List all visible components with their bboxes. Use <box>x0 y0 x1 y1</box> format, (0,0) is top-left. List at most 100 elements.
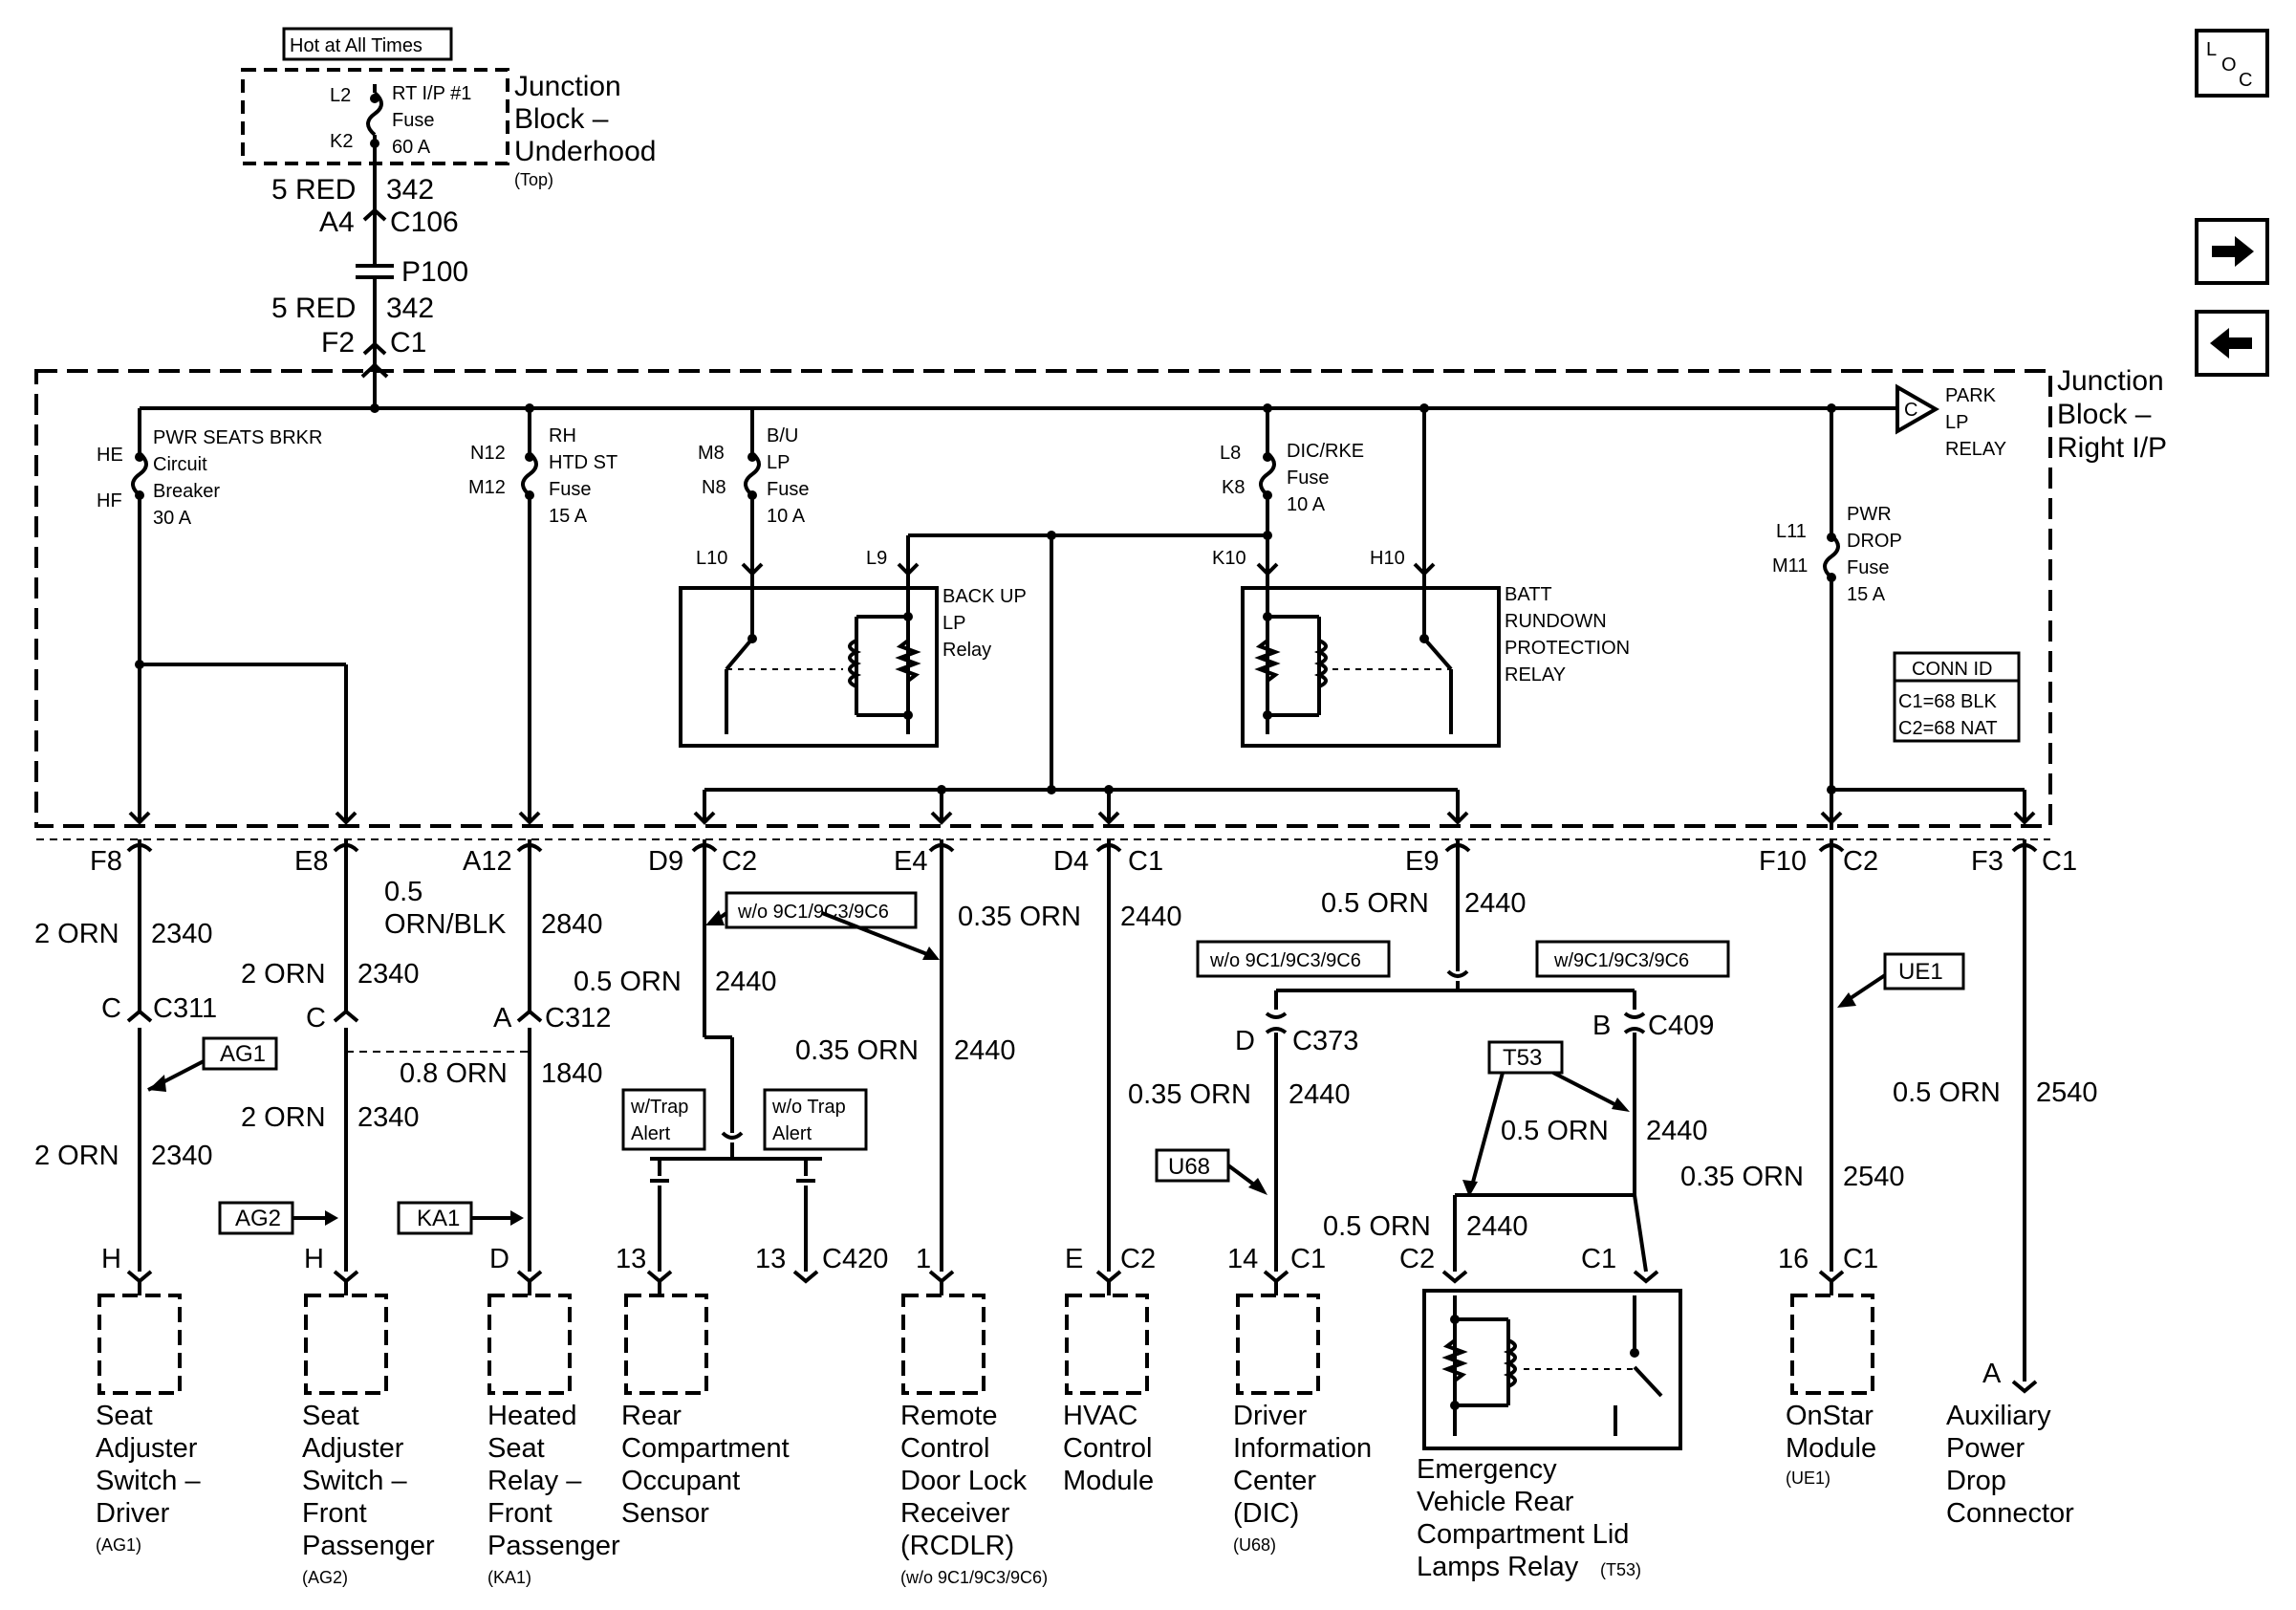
connector-label: C2 <box>1843 846 1878 877</box>
component-name: HVAC <box>1063 1401 1137 1431</box>
location-icon-letter: C <box>2239 70 2252 91</box>
wire-number: 2340 <box>151 919 213 949</box>
relay-label: LP <box>942 613 965 634</box>
wire-label: 0.5 ORN <box>1501 1116 1609 1146</box>
relay-label: BATT <box>1505 584 1552 605</box>
arrow-left-icon <box>2210 328 2252 359</box>
breaker-label: Breaker <box>153 481 220 502</box>
next-page-button[interactable] <box>2195 218 2269 285</box>
component-name: Remote <box>900 1401 998 1431</box>
pin-label: E4 <box>894 846 927 877</box>
option-tag: UE1 <box>1898 959 1943 985</box>
wire-number: 2440 <box>954 1035 1016 1066</box>
wire-label: 2 ORN <box>241 959 326 990</box>
option-tag: Alert <box>772 1123 812 1144</box>
pin-label: HE <box>97 445 123 466</box>
component-name: Seat <box>302 1401 359 1431</box>
fuse-label: 10 A <box>1287 494 1326 515</box>
pin-label: M11 <box>1772 555 1808 577</box>
wire-number: 1840 <box>541 1058 603 1089</box>
component-name: Power <box>1946 1433 2025 1464</box>
pin-label: E9 <box>1405 846 1439 877</box>
wire-number: 2440 <box>1646 1116 1708 1146</box>
component-name: Front <box>487 1498 552 1529</box>
pin-label: N8 <box>702 477 726 498</box>
component-name: Lamps Relay <box>1417 1552 1579 1582</box>
conn-id-label: CONN ID <box>1912 659 1992 680</box>
connector-label: C1 <box>390 327 426 359</box>
previous-page-button[interactable] <box>2195 310 2269 377</box>
location-icon: L O C <box>2206 39 2252 91</box>
component-name: Adjuster <box>96 1433 198 1464</box>
wire-number: 2340 <box>357 1102 420 1133</box>
component-name: Control <box>1063 1433 1153 1464</box>
pin-label: H10 <box>1370 548 1405 569</box>
component-name: Heated <box>487 1401 577 1431</box>
wire-number: 342 <box>386 293 434 324</box>
fuse-label: Fuse <box>1847 557 1889 578</box>
component-name: Relay – <box>487 1466 582 1496</box>
connector-label: C312 <box>545 1003 611 1033</box>
connector-label: C1 <box>1290 1244 1326 1274</box>
option-tag: w/o 9C1/9C3/9C6 <box>1209 950 1361 971</box>
wire-label: 0.35 ORN <box>958 902 1081 932</box>
pin-label: E <box>1065 1244 1083 1274</box>
pin-label: A12 <box>463 846 512 877</box>
wire-number: 2440 <box>1466 1211 1528 1242</box>
fuse-label: DIC/RKE <box>1287 441 1364 462</box>
fuse-label: RT I/P #1 <box>392 83 471 104</box>
option-tag: KA1 <box>417 1206 460 1231</box>
pin-label: K8 <box>1222 477 1245 498</box>
component-name: Compartment <box>621 1433 790 1464</box>
jb-ip-title: Block – <box>2057 399 2152 430</box>
relay-label: BACK UP <box>942 586 1027 607</box>
component-name: Passenger <box>487 1531 620 1561</box>
pin-label: H <box>304 1244 324 1274</box>
jb-underhood-sub: (Top) <box>514 170 553 189</box>
component-name: Module <box>1786 1433 1876 1464</box>
hot-label: Hot at All Times <box>290 35 422 56</box>
pin-label: K10 <box>1212 548 1246 569</box>
component-sub: (KA1) <box>487 1568 531 1587</box>
connector-label: C2 <box>1399 1244 1435 1274</box>
option-tag: U68 <box>1168 1154 1210 1180</box>
fuse-label: Fuse <box>392 110 434 131</box>
connector-label: C409 <box>1648 1011 1714 1041</box>
jb-underhood-title: Block – <box>514 103 609 135</box>
connector-label: C1 <box>1581 1244 1616 1274</box>
option-tag: w/9C1/9C3/9C6 <box>1553 950 1689 971</box>
pin-label: L10 <box>696 548 727 569</box>
pin-label: 13 <box>616 1244 646 1274</box>
component-name: Switch – <box>96 1466 201 1496</box>
component-name: (RCDLR) <box>900 1531 1014 1561</box>
component-sub: (UE1) <box>1786 1469 1830 1488</box>
location-button[interactable]: L O C <box>2195 29 2269 98</box>
pin-label: F2 <box>321 327 355 359</box>
pin-label: M12 <box>468 477 506 498</box>
component-name: Passenger <box>302 1531 435 1561</box>
pin-label: F8 <box>90 846 122 877</box>
option-tag: AG2 <box>235 1206 281 1231</box>
component-name: Rear <box>621 1401 682 1431</box>
fuse-label: 15 A <box>549 506 588 527</box>
wire-number: 2540 <box>2036 1077 2098 1108</box>
option-tag: Alert <box>631 1123 671 1144</box>
pin-label: C <box>306 1003 326 1033</box>
wire-label: 0.5 ORN <box>1323 1211 1431 1242</box>
component-sub: (AG2) <box>302 1568 348 1587</box>
jb-ip-title: Right I/P <box>2057 432 2167 464</box>
component-name: Seat <box>96 1401 153 1431</box>
relay-label: LP <box>1945 412 1968 433</box>
component-name: Occupant <box>621 1466 740 1496</box>
option-tag: w/o 9C1/9C3/9C6 <box>737 902 889 923</box>
pin-label: 13 <box>755 1244 786 1274</box>
pin-label: L9 <box>866 548 887 569</box>
connector-label: P100 <box>401 256 468 288</box>
component-name: Door Lock <box>900 1466 1028 1496</box>
pin-label: L8 <box>1220 443 1241 464</box>
wire-number: 2840 <box>541 909 603 940</box>
pin-label: L11 <box>1776 521 1807 542</box>
wire-label: 0.35 ORN <box>1680 1162 1804 1192</box>
component-name: Emergency <box>1417 1454 1557 1485</box>
fuse-label: HTD ST <box>549 452 617 473</box>
